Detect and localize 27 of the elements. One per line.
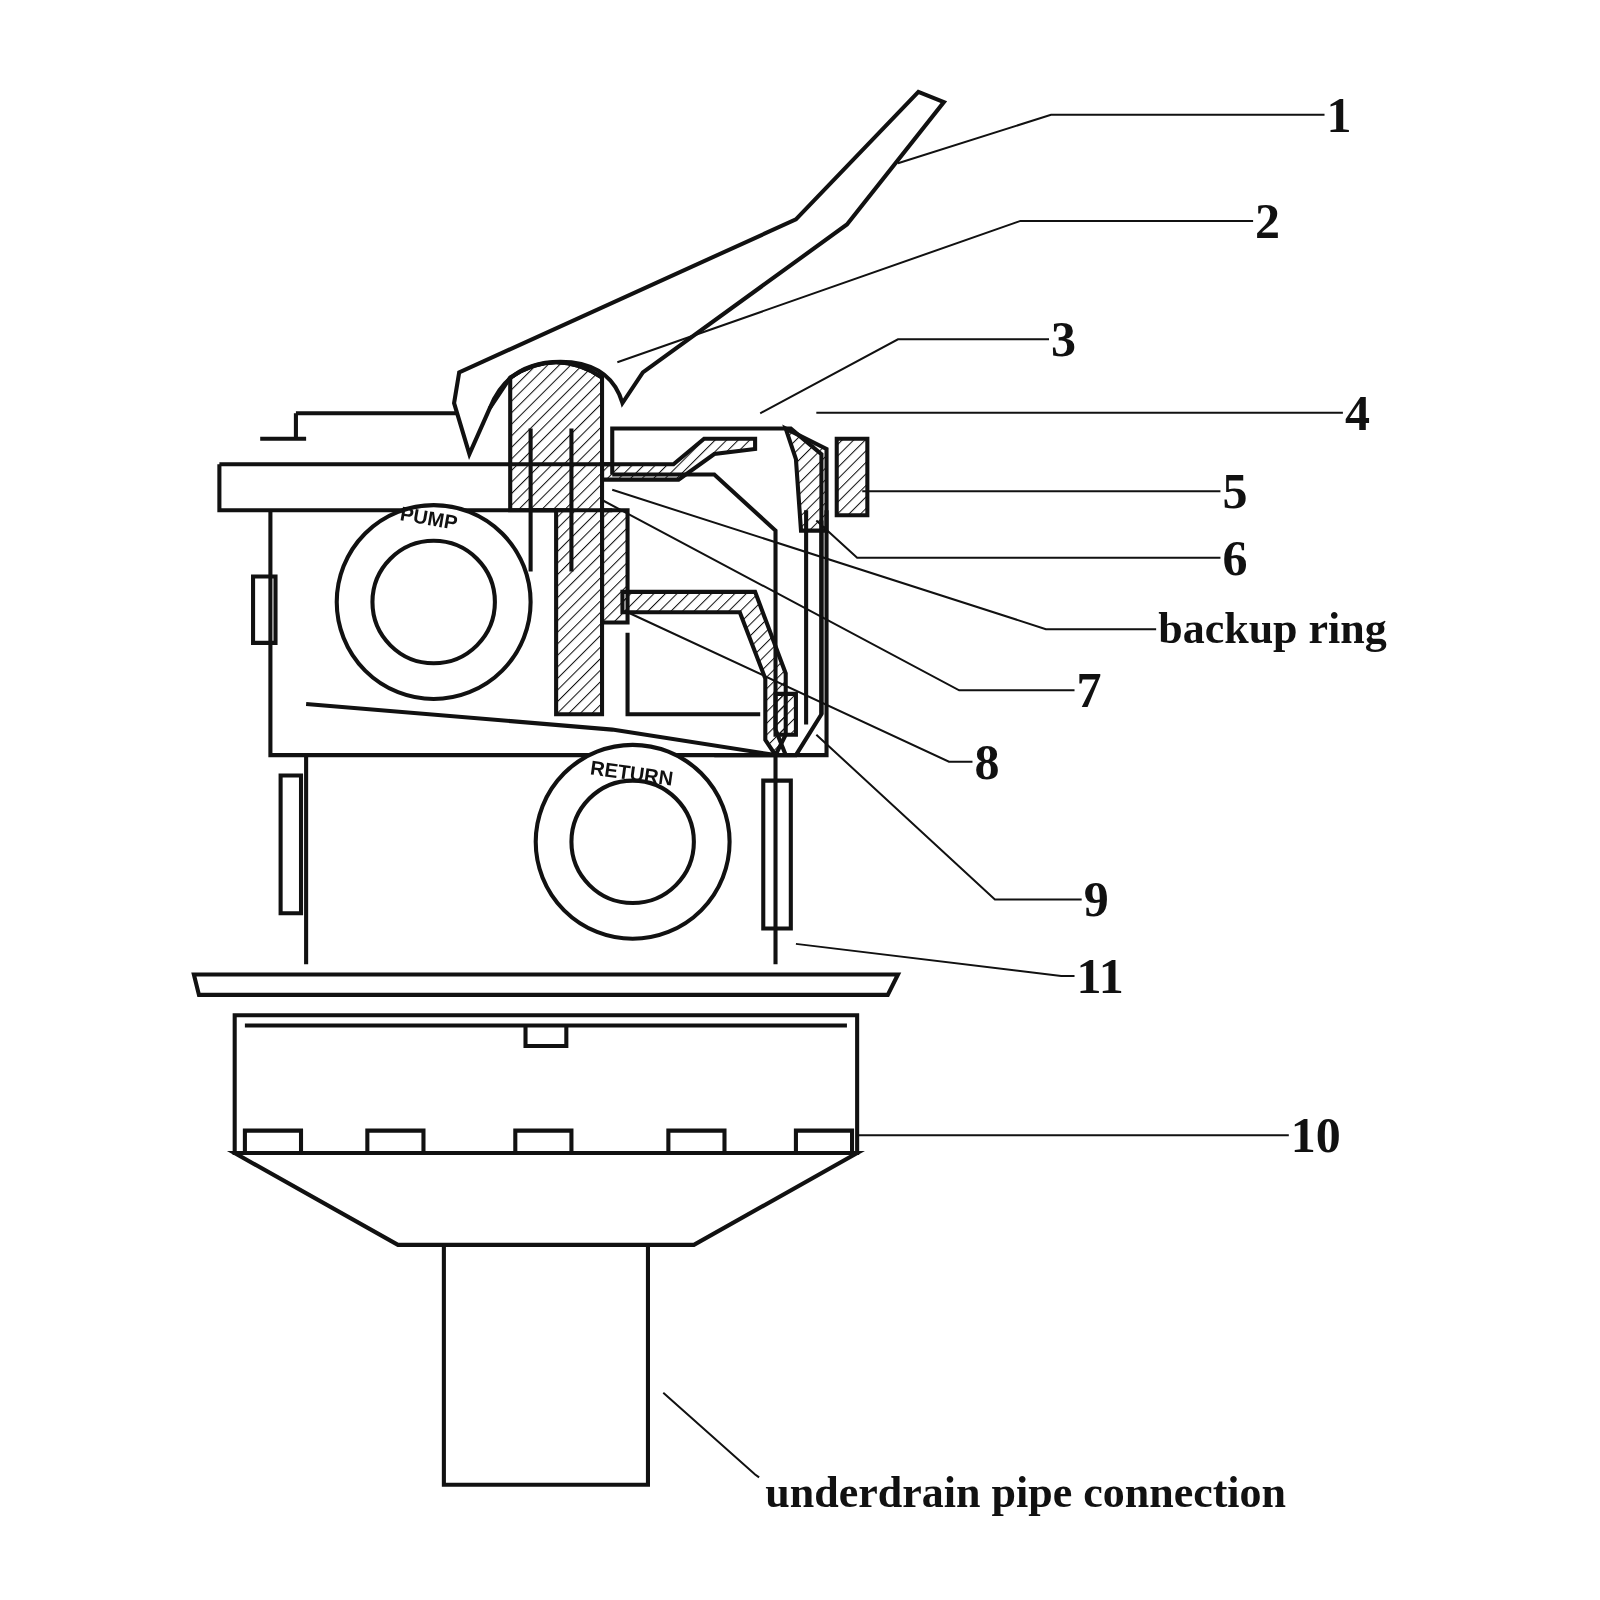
port-label: RETURN: [588, 757, 675, 789]
callout-text: underdrain pipe connection: [765, 1471, 1287, 1516]
leader-line: [662, 1391, 761, 1479]
callout-text: 10: [1290, 1110, 1341, 1161]
leader-line: [815, 733, 1083, 901]
callout-text: 8: [974, 736, 1000, 787]
callout-text: 4: [1344, 387, 1370, 438]
callout-text: 11: [1076, 951, 1124, 1001]
leader-line: [896, 113, 1326, 165]
callout-text: 1: [1326, 89, 1352, 140]
callout-text: 6: [1222, 532, 1248, 583]
callout-text: 3: [1051, 314, 1076, 365]
leader-line: [815, 519, 1222, 559]
callout-text: 5: [1222, 466, 1248, 517]
leader-line: [601, 499, 1076, 692]
leader-line: [815, 411, 1344, 414]
callout-text: 7: [1076, 665, 1102, 716]
leader-line: [611, 488, 1158, 631]
leader-line: [861, 490, 1222, 493]
leader-line: [856, 1134, 1290, 1137]
leader-line: [794, 942, 1076, 977]
callout-text: 2: [1255, 195, 1281, 246]
leader-line: [759, 338, 1050, 415]
callout-text: 9: [1083, 874, 1109, 925]
leader-line: [626, 611, 974, 763]
callout-text: backup ring: [1158, 607, 1387, 652]
leader-line: [616, 219, 1255, 364]
